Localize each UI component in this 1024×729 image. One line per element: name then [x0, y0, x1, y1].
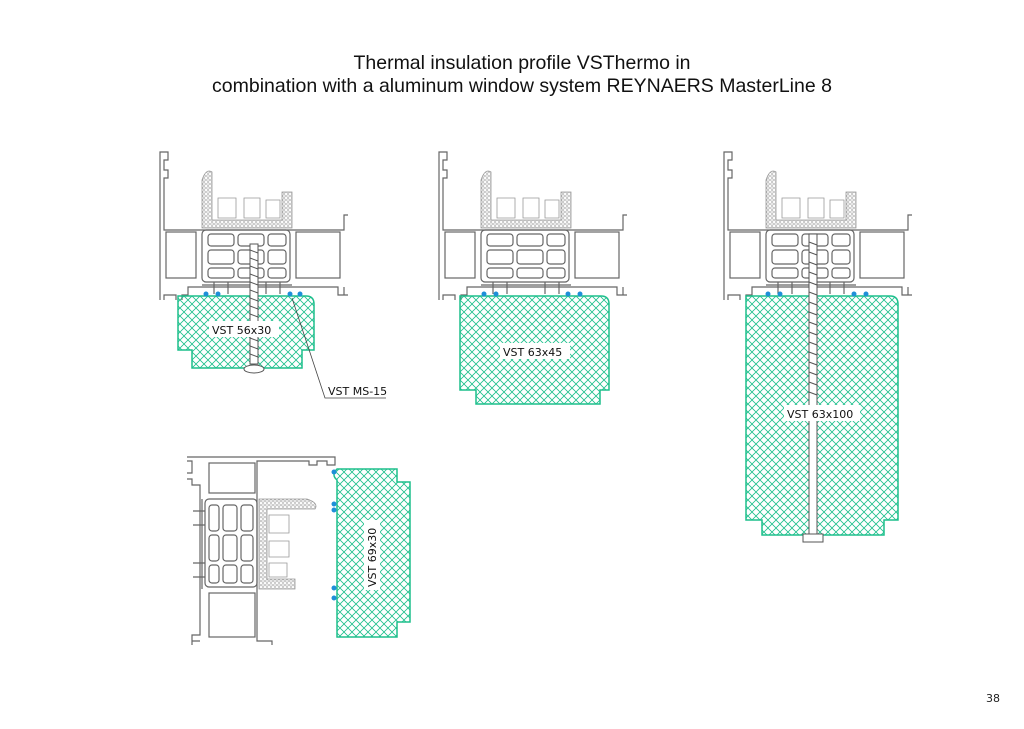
aluminum-frame-profile — [724, 152, 914, 303]
title-line-1: Thermal insulation profile VSThermo in — [353, 52, 691, 74]
drawing-vst-63x100: VST 63x100 — [724, 152, 914, 543]
leader-line — [291, 297, 386, 399]
page-title: Thermal insulation profile VSThermo in c… — [0, 52, 1024, 98]
insulation-label: VST 69x30 — [366, 528, 379, 587]
insulation-label: VST 63x45 — [503, 346, 562, 359]
drawing-vst-69x30: VST 69x30 — [184, 457, 411, 647]
title-line-2: combination with a aluminum window syste… — [212, 75, 832, 97]
insulation-label: VST 63x100 — [787, 408, 853, 421]
drawing-vst-56x30: VST 56x30 VST MS-15 — [160, 152, 387, 399]
aluminum-frame-profile — [184, 457, 335, 647]
screw — [802, 233, 824, 543]
page-number: 38 — [986, 692, 1000, 705]
gaskets — [203, 291, 303, 297]
insulation-label: VST 56x30 — [212, 324, 271, 337]
aluminum-frame-profile — [439, 152, 629, 303]
drawing-vst-63x45: VST 63x45 — [439, 152, 629, 405]
gasket-label: VST MS-15 — [328, 385, 387, 398]
